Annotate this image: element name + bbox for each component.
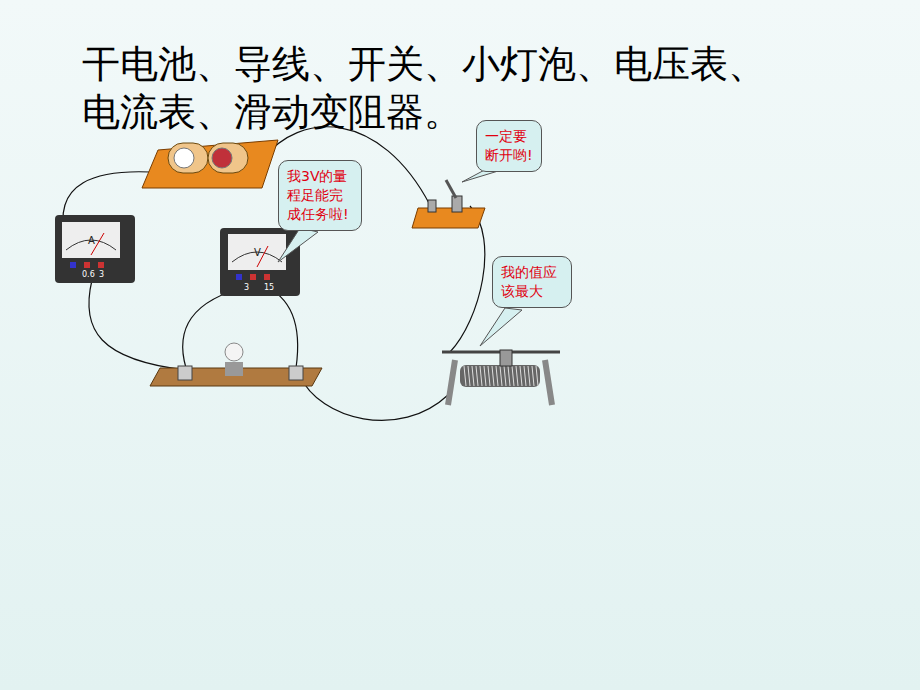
lamp-board: [150, 343, 322, 386]
callout-bubble: 一定要断开哟!: [476, 120, 542, 172]
callout-bubble: 我的值应该最大: [492, 256, 572, 308]
callout-text: 我的值应该最大: [501, 263, 563, 301]
terminal-label: 3: [99, 270, 104, 280]
callout-text: 一定要断开哟!: [485, 127, 533, 165]
terminal-label: A: [88, 236, 95, 246]
terminal-label: 15: [264, 283, 274, 293]
callout-text: 我3V的量程足能完成任务啦!: [287, 167, 353, 224]
battery-holder: [142, 140, 278, 188]
title: 干电池、导线、开关、小灯泡、电压表、电流表、滑动变阻器。: [82, 40, 782, 136]
ammeter: [55, 215, 135, 283]
callout-bubble: 我3V的量程足能完成任务啦!: [278, 160, 362, 231]
terminal-label: 3: [244, 283, 249, 293]
callout-tails: [278, 166, 522, 346]
terminal-label: 0.6: [82, 270, 95, 280]
voltmeter: [220, 228, 300, 296]
terminal-label: V: [254, 248, 261, 258]
rheostat: [442, 350, 560, 405]
switch: [412, 180, 485, 228]
